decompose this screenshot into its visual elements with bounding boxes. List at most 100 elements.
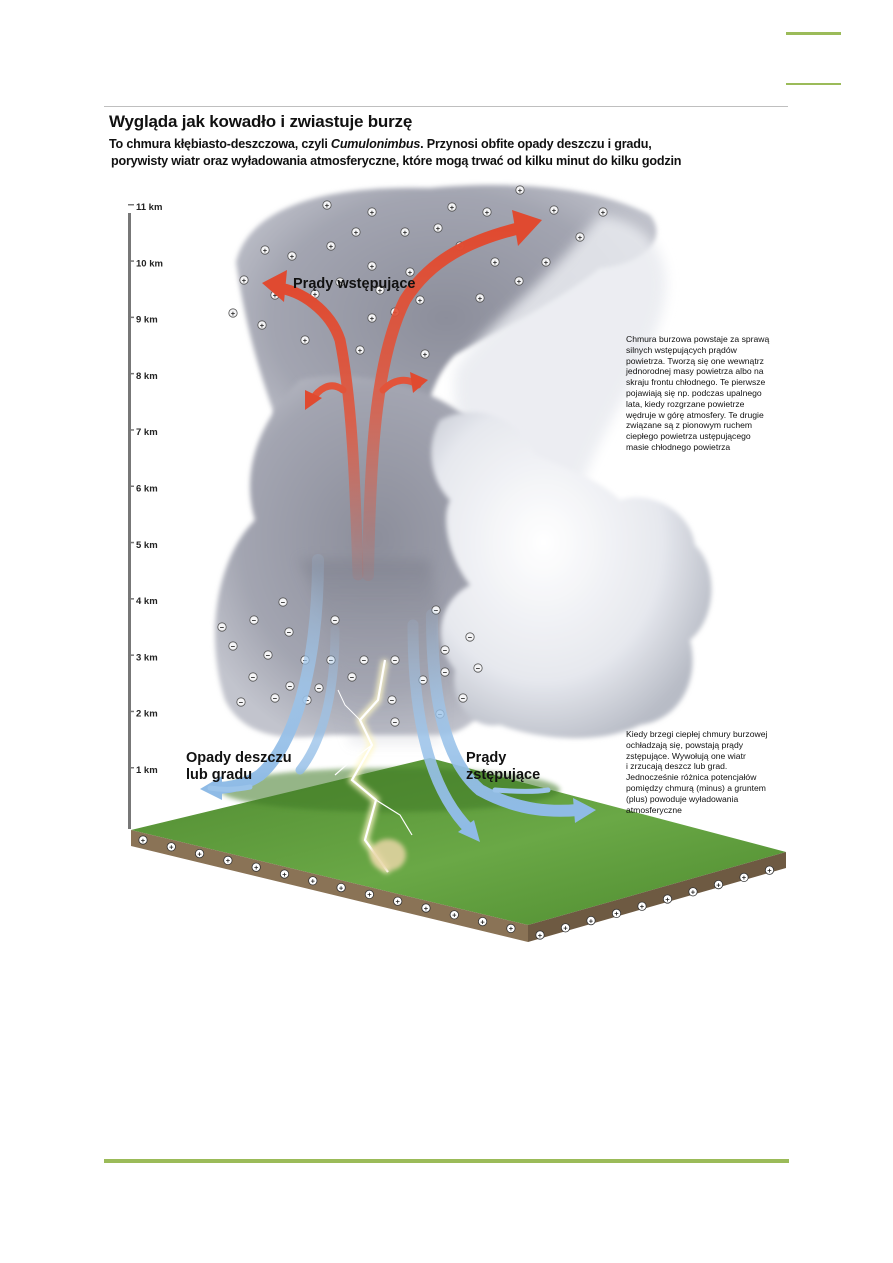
ground-positive-charge-icon-symbol: + [141,836,146,845]
positive-charge-icon [400,227,410,237]
altitude-axis-line [128,213,131,829]
updraft-arrowhead-right [512,210,542,246]
positive-charge-icon-symbol: + [578,233,583,242]
positive-charge-icon-symbol: + [358,346,363,355]
ground-positive-charge-icon-symbol: + [563,924,568,933]
positive-charge-icon-symbol: + [354,228,359,237]
negative-charge-icon [330,615,340,625]
altitude-tick [128,316,134,319]
negative-charge-icon-symbol: − [305,696,310,705]
positive-charge-icon-symbol: + [423,350,428,359]
positive-charge-icon-symbol: + [303,336,308,345]
positive-charge-icon [257,320,267,330]
altitude-label: 11 km [136,202,162,213]
positive-charge-icon [541,257,551,267]
ground-positive-charge-icon-symbol: + [742,873,747,882]
ground-positive-charge-icon-symbol: + [665,895,670,904]
positive-charge-icon-symbol: + [403,228,408,237]
positive-charge-icon-symbol: + [601,208,606,217]
altitude-tick [128,204,134,206]
updraft-branch-right-head [410,372,428,393]
lightning-branch-1 [334,744,373,776]
ground-positive-charge-icon [393,896,403,906]
label-downdrafts-line1: Prądy [466,750,506,766]
negative-charge-icon-symbol: − [220,623,225,632]
positive-charge-icon-symbol: + [370,208,375,217]
positive-charge-icon-symbol: + [552,206,557,215]
positive-charge-icon-symbol: + [242,276,247,285]
positive-charge-icon [598,207,608,217]
negative-charge-icon-symbol: − [281,598,286,607]
altitude-tick [128,260,134,262]
figure-subtitle-line2: porywisty wiatr oraz wyładowania atmosfe… [111,154,682,168]
positive-charge-icon-symbol: + [493,258,498,267]
altitude-label: 4 km [136,596,158,607]
positive-charge-icon [355,345,365,355]
negative-charge-icon [390,655,400,665]
ground-positive-charge-icon-symbol: + [367,890,372,899]
positive-charge-icon [335,277,345,287]
lightning-branch-3 [337,689,361,721]
negative-charge-icon-symbol: − [252,616,257,625]
negative-charge-icon [440,645,450,655]
positive-charge-icon-symbol: + [544,258,549,267]
figure-subtitle-line1: To chmura kłębiasto-deszczowa, czyli Cum… [109,137,652,151]
ground-positive-charge-icon-symbol: + [691,888,696,897]
positive-charge-icon-symbol: + [478,294,483,303]
downdraft-wind-left [207,784,253,792]
positive-charge-icon [367,261,377,271]
altitude-tick [128,485,134,487]
header-accent-rule-1 [786,32,841,35]
altitude-label: 3 km [136,652,158,663]
negative-charge-icon [249,615,259,625]
negative-charge-icon [217,622,227,632]
ground-positive-charge-icon-symbol: + [509,924,514,933]
altitude-label: 9 km [136,315,158,326]
subtitle-text-1: To chmura kłębiasto-deszczowa, czyli [109,137,331,151]
downdraft-arrowhead-right-inner [458,820,480,842]
ground-positive-charge-icon-symbol: + [226,856,231,865]
downdraft-arrow-left-inner [295,625,340,775]
lightning-main [350,659,389,873]
label-downdrafts-line2: zstępujące [466,767,540,783]
negative-charge-icon-symbol: − [443,668,448,677]
positive-charge-icon [375,285,385,295]
updraft-arrows [262,210,542,581]
negative-charge-icon-symbol: − [362,656,367,665]
ground-positive-charge-icon-symbol: + [282,870,287,879]
ground-positive-charge-icon [138,835,148,845]
positive-charge-icon-symbol: + [231,309,236,318]
negative-charge-icon-symbol: − [393,656,398,665]
ground-positive-charge-icon-symbol: + [424,904,429,913]
ground-positive-charge-icon [662,894,673,904]
altitude-label: 5 km [136,540,158,551]
altitude-label: 10 km [136,258,163,269]
altitude-label: 1 km [136,765,158,776]
positive-charge-icon [351,227,361,237]
positive-charge-icon [326,241,336,251]
altitude-tick [128,429,134,431]
ground-positive-charge-icon-symbol: + [197,849,202,858]
positive-charge-icon [515,185,525,195]
label-precipitation-line2: lub gradu [186,767,252,783]
updraft-branch-left-head [305,390,322,410]
ground-positive-charge-icon-symbol: + [452,911,457,920]
negative-charge-icon-symbol: − [421,676,426,685]
altitude-tick [128,710,134,713]
altitude-tick [128,654,134,656]
ground-positive-charge-icon [764,865,775,875]
ground-charges: ++++++++++++++++++++++++ [138,835,775,940]
positive-charge-icon [433,223,443,233]
subtitle-text-2: . Przynosi obfite opady deszczu i gradu, [420,137,652,151]
downdraft-arrow-right-inner [407,619,476,836]
negative-charge-icon [440,667,450,677]
negative-charge-icon [473,663,483,673]
figure-top-rule [104,106,788,107]
ground-positive-charge-icon [166,842,176,852]
negative-charge-icon-symbol: − [461,694,466,703]
ground-positive-charge-icon [739,872,749,883]
ground-positive-charge-icon-symbol: + [396,897,401,906]
ground-positive-charge-icon-symbol: + [254,863,259,872]
